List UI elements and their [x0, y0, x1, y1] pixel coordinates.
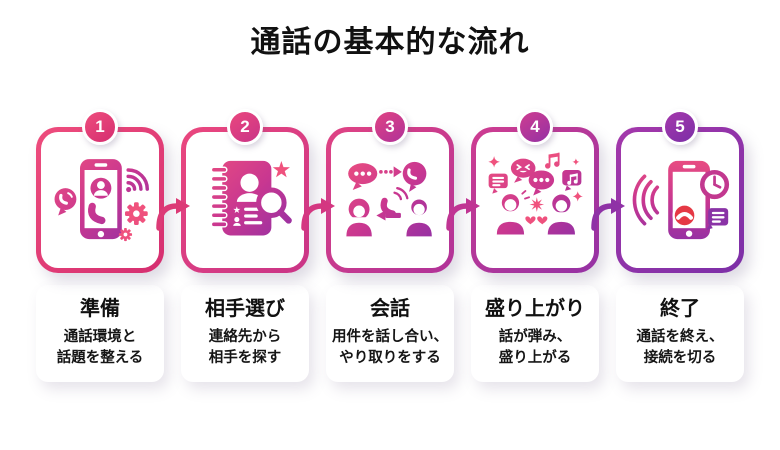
step-card-5: 5 [616, 109, 744, 273]
step-textbox-2: 相手選び 連絡先から 相手を探す [181, 285, 309, 383]
phone-setup-icon [54, 159, 149, 242]
step-textbox-3: 会話 用件を話し合い、 やり取りをする [326, 285, 454, 383]
flow-arrow-icon [150, 193, 194, 233]
step-card-3: 3 [326, 109, 454, 273]
step-label: 相手選び [205, 298, 285, 320]
step-number-badge: 4 [517, 109, 553, 145]
step-description: 用件を話し合い、 やり取りをする [332, 329, 448, 367]
step-label: 盛り上がり [485, 298, 585, 320]
flow-diagram: 1 [36, 109, 744, 383]
step-column-5: 5 [616, 109, 744, 383]
step-label: 準備 [80, 298, 120, 320]
step-column-1: 1 [36, 109, 164, 383]
page-title: 通話の基本的な流れ [250, 26, 530, 59]
step-card-1: 1 [36, 109, 164, 273]
step-description: 通話を終え、 接続を切る [636, 329, 724, 367]
flow-arrow-icon [295, 193, 339, 233]
end-call-icon [632, 160, 730, 240]
step-number-badge: 5 [662, 109, 698, 145]
step-textbox-4: 盛り上がり 話が弾み、 盛り上がる [471, 285, 599, 383]
step-description: 連絡先から 相手を探す [208, 329, 282, 367]
step-number-badge: 1 [82, 109, 118, 145]
step-column-4: 4 [471, 109, 599, 383]
step-label: 終了 [660, 298, 700, 320]
step-column-3: 3 [326, 109, 454, 383]
contact-book-icon [210, 160, 292, 236]
step-description: 話が弾み、 盛り上がる [498, 329, 572, 367]
step-label: 会話 [370, 298, 410, 320]
step-description: 通話環境と 話題を整える [56, 329, 144, 367]
flow-arrow-icon [440, 193, 484, 233]
step-card-4: 4 [471, 109, 599, 273]
lively-talk-icon [488, 152, 583, 235]
step-column-2: 2 [181, 109, 309, 383]
conversation-icon [346, 161, 432, 237]
step-textbox-1: 準備 通話環境と 話題を整える [36, 285, 164, 383]
step-number-badge: 3 [372, 109, 408, 145]
step-number-badge: 2 [227, 109, 263, 145]
flow-arrow-icon [585, 193, 629, 233]
step-textbox-5: 終了 通話を終え、 接続を切る [616, 285, 744, 383]
step-card-2: 2 [181, 109, 309, 273]
